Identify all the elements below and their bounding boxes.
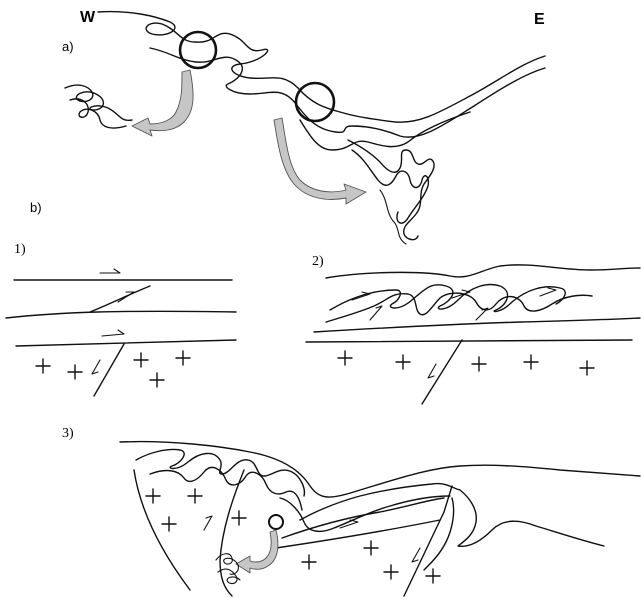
b3-shear-arrow-1-icon xyxy=(204,516,212,530)
b2-top-surface xyxy=(326,265,640,278)
b3-right-fold xyxy=(458,490,604,546)
plus-icon xyxy=(146,489,160,503)
b1-shear-arrow-bottom-icon xyxy=(102,330,124,336)
b2-shear-arrow-4-icon xyxy=(476,308,488,320)
b2-basement-top xyxy=(306,340,632,342)
section-a-right-fold-3 xyxy=(380,190,406,244)
b2-shear-arrow-fault-icon xyxy=(428,364,436,378)
b3-sheet-upper xyxy=(300,484,460,520)
panel-1-label: 1) xyxy=(14,242,26,257)
panel-b-label: b) xyxy=(30,200,42,215)
b3-detachment xyxy=(276,520,440,548)
zoom-circle-3-icon xyxy=(269,515,283,529)
b3-nappe-layer-1 xyxy=(136,449,304,496)
west-label: W xyxy=(80,9,96,26)
section-a-middle-line xyxy=(150,48,545,137)
b2-nappe-layer-1 xyxy=(330,285,565,312)
b1-shear-arrow-top-icon xyxy=(100,269,120,273)
curved-arrow-small-icon xyxy=(236,530,278,573)
panel-2-label: 2) xyxy=(312,254,324,269)
section-a-upper-line xyxy=(98,12,545,123)
panel-b1: 1) xyxy=(6,242,236,396)
b2-shear-arrow-5-icon xyxy=(540,288,556,296)
plus-icon xyxy=(188,489,202,503)
plus-icon xyxy=(338,351,352,365)
plus-icon xyxy=(524,355,538,369)
b1-thrust-ramp xyxy=(90,286,150,312)
panel-a: W E a) b) xyxy=(30,9,545,244)
plus-icon xyxy=(232,511,246,525)
b3-right-fold-2 xyxy=(424,498,454,570)
plus-icon xyxy=(396,355,410,369)
plus-icon xyxy=(580,361,594,375)
plus-icon xyxy=(134,353,148,367)
panel-a-label: a) xyxy=(62,39,74,54)
b3-basement-boundary-left xyxy=(134,470,190,590)
b1-basement-plus-icons xyxy=(36,351,190,387)
b3-shear-arrow-3-icon xyxy=(412,548,420,562)
plus-icon xyxy=(472,357,486,371)
curved-arrow-left-icon xyxy=(132,70,193,136)
plus-icon xyxy=(426,569,440,583)
b2-basement-plus-icons xyxy=(338,351,594,375)
b2-basement-fault xyxy=(422,340,462,404)
b3-right-fault xyxy=(404,486,452,596)
plus-icon xyxy=(364,541,378,555)
plus-icon xyxy=(162,517,176,531)
plus-icon xyxy=(150,373,164,387)
b3-sheet-lower xyxy=(282,498,444,538)
b1-basement-top xyxy=(16,340,236,346)
b1-shear-arrow-ramp-icon xyxy=(118,292,134,302)
panel-b2: 2) xyxy=(306,254,640,404)
b3-basement-plus-icons xyxy=(146,489,440,583)
plus-icon xyxy=(68,365,82,379)
b2-detachment xyxy=(314,318,640,332)
panel-3-label: 3) xyxy=(62,426,74,441)
plus-icon xyxy=(36,359,50,373)
b3-nappe-layer-2 xyxy=(150,467,302,510)
plus-icon xyxy=(302,555,316,569)
section-a-left-fold-2 xyxy=(70,99,126,128)
panel-b3: 3) xyxy=(62,426,640,596)
plus-icon xyxy=(176,351,190,365)
b3-top-surface xyxy=(120,442,640,497)
b2-shear-arrow-2-icon xyxy=(370,306,382,320)
b1-middle-layer xyxy=(6,311,236,318)
curved-arrow-right-icon xyxy=(274,118,366,204)
east-label: E xyxy=(534,11,545,28)
b1-shear-arrow-fault-icon xyxy=(92,360,100,374)
plus-icon xyxy=(384,565,398,579)
b2-nappe-layer-2 xyxy=(326,293,592,322)
b1-basement-fault xyxy=(94,344,124,396)
